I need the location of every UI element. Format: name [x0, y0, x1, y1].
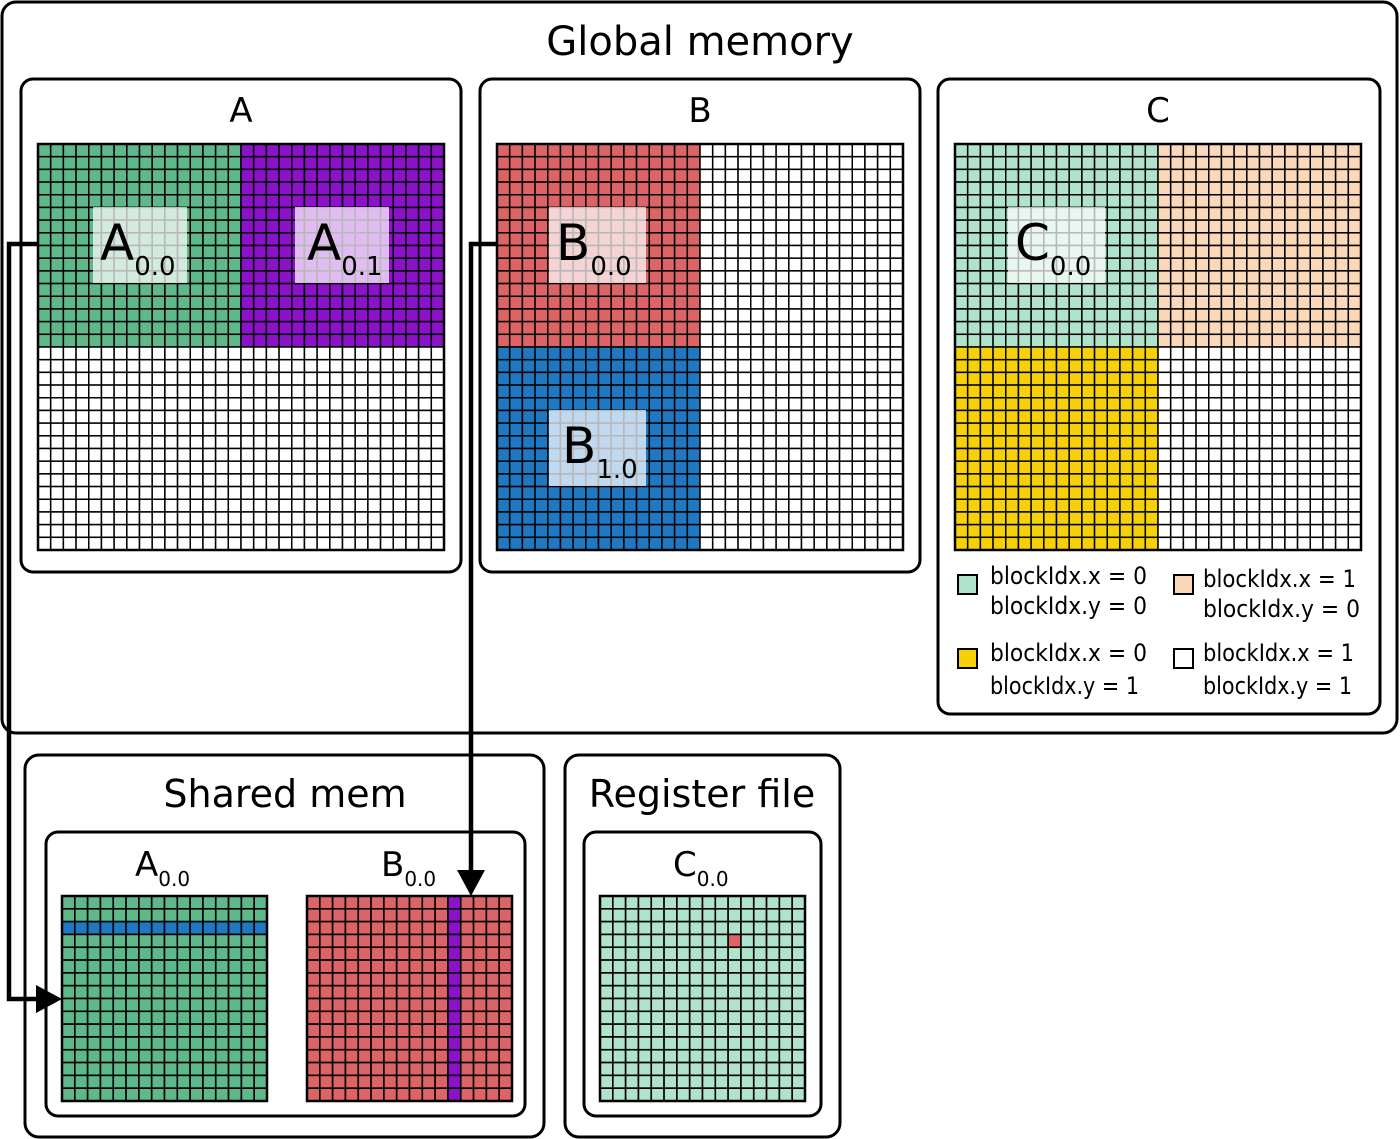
shared-tile-b-grid — [305, 894, 514, 1103]
register-file-panel — [563, 753, 842, 1139]
register-file-title: Register file — [589, 772, 815, 816]
matrix-b-title: B — [688, 91, 711, 131]
matrix-a-title: A — [229, 91, 252, 131]
shared-mem-title: Shared mem — [163, 772, 406, 816]
shared-tile-a-label: A0.0 — [135, 845, 190, 891]
legend-swatch — [1173, 574, 1194, 595]
legend-item-1-0: blockIdx.x = 1 blockIdx.y = 0 — [1173, 565, 1360, 623]
legend-item-0-0: blockIdx.x = 0 blockIdx.y = 0 — [957, 562, 1147, 620]
matrix-a-panel — [19, 77, 463, 574]
global-memory-panel — [0, 0, 1399, 735]
matrix-b-grid — [495, 142, 905, 552]
svg-text:blockIdx.x = 0: blockIdx.x = 0 — [990, 639, 1147, 667]
legend-swatch — [957, 648, 978, 669]
svg-text:blockIdx.y = 1: blockIdx.y = 1 — [1203, 672, 1352, 700]
legend: blockIdx.x = 0 blockIdx.y = 0 blockIdx.x… — [957, 562, 1360, 700]
svg-text:blockIdx.x = 1: blockIdx.x = 1 — [1203, 565, 1356, 593]
register-file-inner-panel — [582, 830, 823, 1118]
matrix-c-panel — [936, 77, 1382, 716]
shared-mem-panel — [23, 753, 546, 1139]
tile-label-b10: B1.0 — [549, 410, 646, 486]
arrow-b-head — [457, 870, 485, 896]
legend-item-1-1: blockIdx.x = 1 blockIdx.y = 1 — [1173, 639, 1354, 700]
svg-text:blockIdx.y = 0: blockIdx.y = 0 — [1203, 595, 1360, 623]
arrow-a-to-shared — [6, 241, 38, 1002]
shared-mem-inner-panel — [44, 830, 527, 1118]
svg-text:B1.0: B1.0 — [562, 417, 638, 485]
tile-label-b00: B0.0 — [549, 207, 646, 283]
matrix-a-grid — [36, 142, 446, 552]
matrix-c-title: C — [1146, 91, 1170, 131]
matrix-b-panel — [478, 77, 922, 574]
tile-label-c00: C0.0 — [1008, 207, 1105, 283]
arrow-b-to-shared — [468, 241, 497, 872]
legend-item-0-1: blockIdx.x = 0 blockIdx.y = 1 — [957, 639, 1147, 700]
svg-text:blockIdx.x = 1: blockIdx.x = 1 — [1203, 639, 1354, 667]
svg-text:blockIdx.y = 1: blockIdx.y = 1 — [990, 672, 1139, 700]
tile-label-a00: A0.0 — [93, 207, 187, 283]
svg-text:A0.1: A0.1 — [307, 214, 383, 282]
svg-text:C0.0: C0.0 — [1015, 214, 1091, 282]
svg-text:blockIdx.y = 0: blockIdx.y = 0 — [990, 592, 1147, 620]
arrow-a-head — [36, 985, 62, 1013]
global-memory-title: Global memory — [546, 19, 853, 65]
shared-tile-a-grid — [60, 894, 269, 1103]
legend-swatch — [957, 574, 978, 595]
shared-tile-b-label: B0.0 — [381, 845, 436, 891]
register-tile-c-label: C0.0 — [673, 845, 729, 891]
matrix-c-grid — [953, 142, 1363, 552]
svg-text:B0.0: B0.0 — [556, 214, 632, 282]
register-tile-c-grid — [598, 894, 807, 1103]
legend-swatch — [1173, 648, 1194, 669]
svg-text:A0.0: A0.0 — [100, 214, 176, 282]
tile-label-a01: A0.1 — [295, 207, 389, 283]
svg-text:blockIdx.x = 0: blockIdx.x = 0 — [990, 562, 1147, 590]
